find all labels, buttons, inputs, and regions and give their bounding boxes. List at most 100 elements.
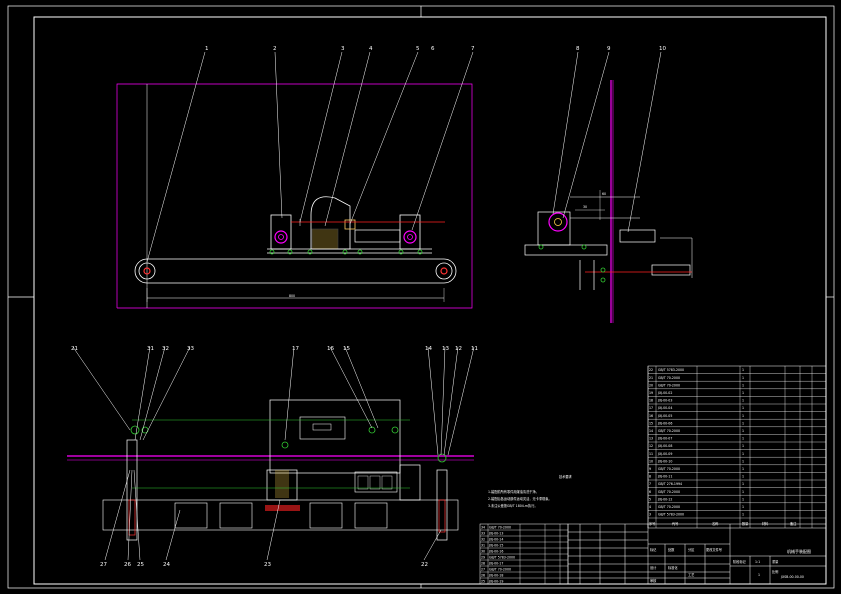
drawing-number: JXSB-00-00-00 [780, 575, 804, 579]
parts-row-qty: 1 [742, 383, 744, 387]
parts-row-qty: 1 [742, 429, 744, 433]
parts-row-qty: 1 [742, 421, 744, 425]
balloon-1: 1 [205, 46, 209, 52]
tb-label-marker: 标记 [650, 547, 657, 552]
parts-row-code: GB/T 70-2000 [658, 505, 680, 509]
parts-row-code: GB/T 70-2000 [658, 376, 680, 380]
front-view: 800 1 2 [116, 46, 475, 309]
parts-row-code: JXJ-00-11 [657, 475, 672, 479]
parts-header-cell: 备注 [790, 521, 797, 526]
balloon-4: 4 [369, 46, 373, 52]
tb-label-process: 工艺 [688, 572, 694, 577]
parts-row-qty: 1 [742, 497, 744, 501]
lower-row-code: JXJ-00-17 [488, 561, 503, 565]
parts-row-qty: 1 [742, 475, 744, 479]
parts-row-no: 6 [649, 490, 651, 494]
tb-label-std: 标准化 [668, 565, 678, 570]
tb-label-zone: 分区 [688, 547, 695, 552]
lower-row-no: 28 [481, 561, 485, 565]
balloon-33: 33 [187, 346, 194, 352]
lower-row-no: 25 [481, 579, 485, 583]
dim-top-width: 800 [289, 294, 295, 298]
tb-label-stage: 阶段标记 [733, 559, 747, 564]
parts-header-cell: 数量 [742, 521, 749, 526]
parts-row-code: GB/T 276-1994 [658, 482, 682, 486]
parts-row-code: JXJ-00-06 [657, 421, 672, 425]
parts-row-no: 7 [649, 482, 651, 486]
balloon-15: 15 [343, 346, 350, 352]
parts-row-code: GB/T 70-2000 [658, 383, 680, 387]
balloon-2: 2 [273, 46, 277, 52]
side-view: 60 30 8 9 10 [524, 46, 693, 323]
parts-row-no: 3 [649, 513, 651, 517]
balloon-25: 25 [137, 562, 144, 568]
parts-row-qty: 1 [742, 437, 744, 441]
balloon-5: 5 [416, 46, 420, 52]
parts-row-code: JXJ-00-09 [657, 452, 672, 456]
conveyor-belt [134, 258, 457, 284]
parts-header-cell: 材料 [762, 521, 769, 526]
lower-row-code: JXJ-00-19 [488, 579, 503, 583]
drawing-title: 机械手装配图 [787, 548, 811, 554]
parts-row-qty: 1 [742, 368, 744, 372]
parts-row-no: 8 [649, 475, 651, 479]
lower-row-no: 33 [481, 531, 485, 535]
parts-row-no: 20 [649, 383, 653, 387]
inner-border [33, 16, 827, 585]
parts-header-cell: 名称 [712, 521, 719, 526]
tech-req-line-3: 3.未注公差按GB/T 1804-m执行。 [488, 503, 538, 508]
parts-row-code: JXJ-00-07 [657, 437, 672, 441]
lower-row-no: 27 [481, 567, 485, 571]
balloon-16: 16 [327, 346, 334, 352]
balloon-32: 32 [162, 346, 169, 352]
balloon-17: 17 [292, 346, 299, 352]
parts-row-no: 5 [649, 497, 651, 501]
balloon-31: 31 [147, 346, 154, 352]
parts-row-no: 14 [649, 429, 653, 433]
parts-row-no: 4 [649, 505, 651, 509]
plan-view: 21 31 32 33 17 16 15 14 13 12 11 27 26 2… [67, 346, 478, 568]
parts-row-no: 19 [649, 391, 653, 395]
parts-header-cell: 序号 [649, 521, 655, 526]
balloon-13: 13 [442, 346, 449, 352]
lower-row-no: 31 [481, 543, 485, 547]
tb-label-design: 设计 [650, 565, 657, 570]
balloon-7: 7 [471, 46, 475, 52]
balloon-24: 24 [163, 562, 170, 568]
parts-row-qty: 1 [742, 391, 744, 395]
center-marks [8, 6, 834, 588]
parts-row-code: JXJ-00-05 [657, 414, 672, 418]
lower-row-no: 34 [481, 525, 485, 529]
parts-row-no: 15 [649, 421, 653, 425]
balloon-26: 26 [124, 562, 131, 568]
parts-row-qty: 1 [742, 452, 744, 456]
tb-label-review: 审核 [650, 578, 657, 583]
tb-label-scale: 比例 [772, 569, 778, 574]
parts-row-qty: 1 [742, 513, 744, 517]
title-block-labels: 标记 处数 分区 更改文件号 设计 标准化 审核 工艺 阶段标记 重量 比例 [650, 547, 779, 583]
outer-border [7, 5, 835, 589]
lower-row-code: GB/T 70-2000 [489, 567, 511, 571]
tb-label-change: 更改文件号 [706, 547, 722, 552]
balloon-14: 14 [425, 346, 432, 352]
parts-row-no: 12 [649, 444, 653, 448]
parts-header-cell: 代号 [672, 521, 678, 526]
lower-row-no: 32 [481, 537, 485, 541]
parts-row-qty: 1 [742, 467, 744, 471]
sheet-value: 1 [758, 573, 760, 577]
balloon-9: 9 [607, 46, 611, 52]
balloon-23: 23 [264, 562, 271, 568]
lower-row-code: GB/T 5783-2000 [489, 555, 515, 559]
lower-row-code: JXJ-00-15 [488, 543, 503, 547]
balloon-10: 10 [659, 46, 666, 52]
tb-label-weight: 重量 [772, 559, 779, 564]
tb-label-count: 处数 [668, 547, 675, 552]
parts-row-code: JXJ-00-08 [657, 444, 672, 448]
parts-row-qty: 1 [742, 482, 744, 486]
parts-row-qty: 1 [742, 376, 744, 380]
parts-row-qty: 1 [742, 459, 744, 463]
parts-row-no: 22 [649, 368, 653, 372]
